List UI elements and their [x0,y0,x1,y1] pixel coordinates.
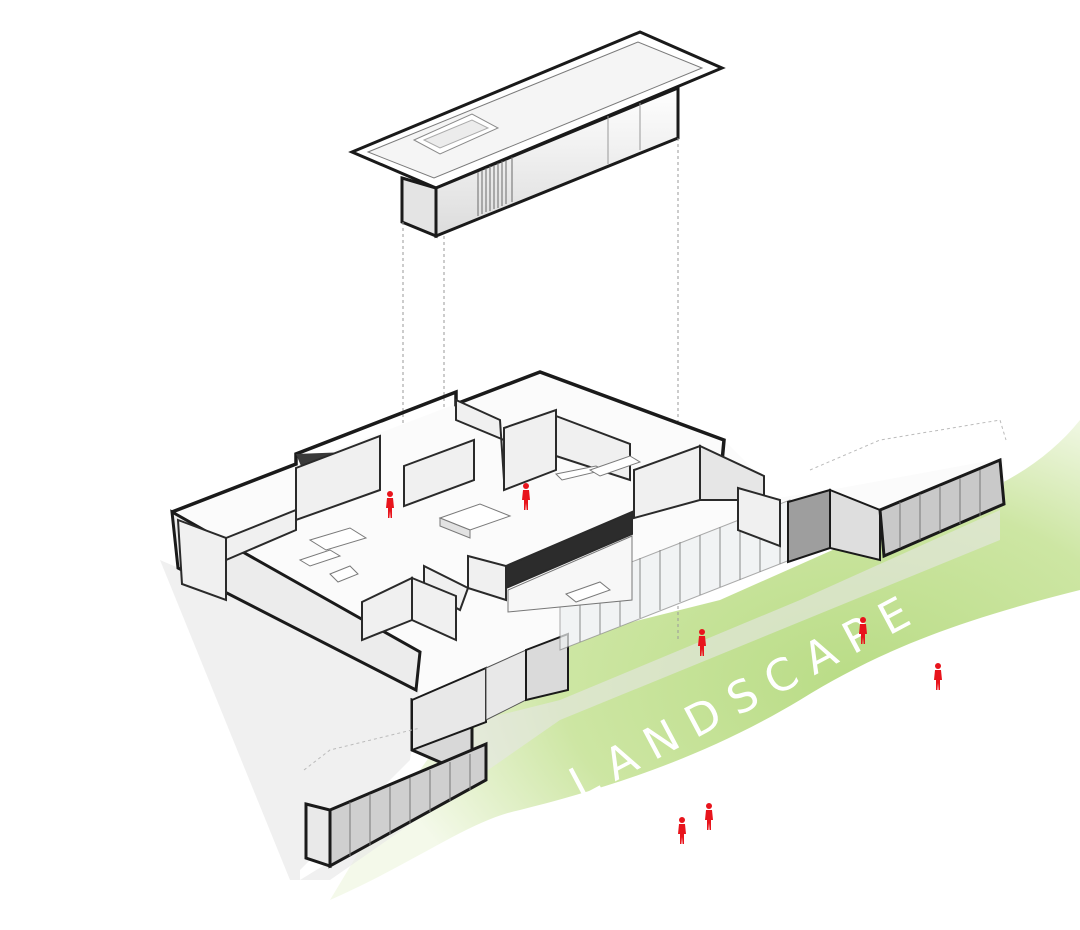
landscape-wall-right [303,419,1007,771]
ground-shadow [160,510,1000,880]
human-figure-icon [705,803,713,830]
human-figure-icon [678,817,686,844]
human-figure-icon [934,663,942,690]
ceiling-module [348,30,726,239]
furniture [298,455,642,603]
